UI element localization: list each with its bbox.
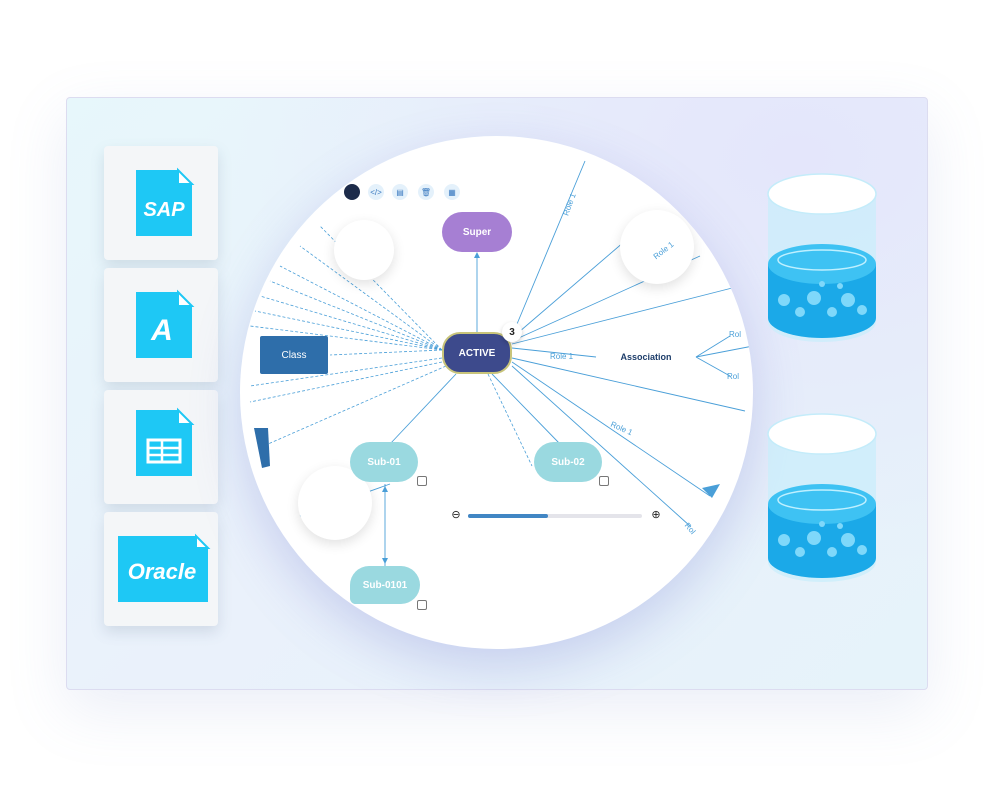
oracle-file-icon: Oracle: [118, 533, 211, 602]
expand-icon[interactable]: [599, 476, 609, 486]
code-icon[interactable]: </>: [368, 184, 384, 200]
grid-icon[interactable]: ▦: [444, 184, 460, 200]
sap-source-card[interactable]: SAP: [104, 146, 218, 260]
oracle-file-label: Oracle: [128, 559, 197, 584]
access-file-icon: A: [136, 289, 195, 358]
node-active[interactable]: ACTIVE: [442, 332, 512, 374]
zoom-out-icon[interactable]: ⊖: [451, 509, 461, 521]
node-class[interactable]: Class: [260, 336, 328, 374]
node-sub-0101[interactable]: Sub-0101: [350, 566, 420, 604]
node-sub-0101-label: Sub-0101: [362, 579, 408, 591]
zoom-slider[interactable]: [468, 514, 642, 518]
node-class-label: Class: [281, 349, 307, 361]
access-source-card[interactable]: A: [104, 268, 218, 382]
sap-file-icon: SAP: [136, 167, 195, 236]
diagram-canvas[interactable]: </> ▤ 🗑 ▦ Super ACTIVE 3 Class Associati…: [240, 136, 753, 649]
table-icon[interactable]: ▤: [392, 184, 408, 200]
node-sub-02-label: Sub-02: [551, 456, 585, 468]
access-file-label: A: [150, 314, 173, 347]
zoom-slider-fill: [468, 514, 549, 518]
role-label: Rol: [727, 372, 740, 381]
zoom-in-icon[interactable]: ⊕: [651, 509, 661, 521]
node-association-label: Association: [620, 352, 672, 362]
spreadsheet-file-icon: [136, 407, 195, 476]
collapsed-node[interactable]: [334, 220, 394, 280]
node-super[interactable]: Super: [442, 212, 512, 252]
sap-file-label: SAP: [143, 199, 185, 221]
node-association[interactable]: Association: [596, 334, 696, 380]
expand-icon[interactable]: [417, 476, 427, 486]
theme-icon[interactable]: [344, 184, 360, 200]
collapsed-node[interactable]: [620, 210, 694, 284]
connection-count-badge: 3: [502, 322, 522, 342]
node-active-label: ACTIVE: [458, 347, 496, 359]
oracle-source-card[interactable]: Oracle: [104, 512, 218, 626]
expand-icon[interactable]: [417, 600, 427, 610]
diagram-connections: [249, 160, 753, 566]
node-super-label: Super: [462, 226, 492, 238]
spreadsheet-source-card[interactable]: [104, 390, 218, 504]
role-label: Rol: [729, 330, 742, 339]
delete-icon[interactable]: 🗑: [418, 184, 434, 200]
database-icon: [767, 173, 877, 342]
node-sub-02[interactable]: Sub-02: [534, 442, 602, 482]
node-sub-01-label: Sub-01: [367, 456, 401, 468]
database-icon: [767, 413, 877, 582]
role-label: Role 1: [550, 352, 574, 361]
node-sub-01[interactable]: Sub-01: [350, 442, 418, 482]
